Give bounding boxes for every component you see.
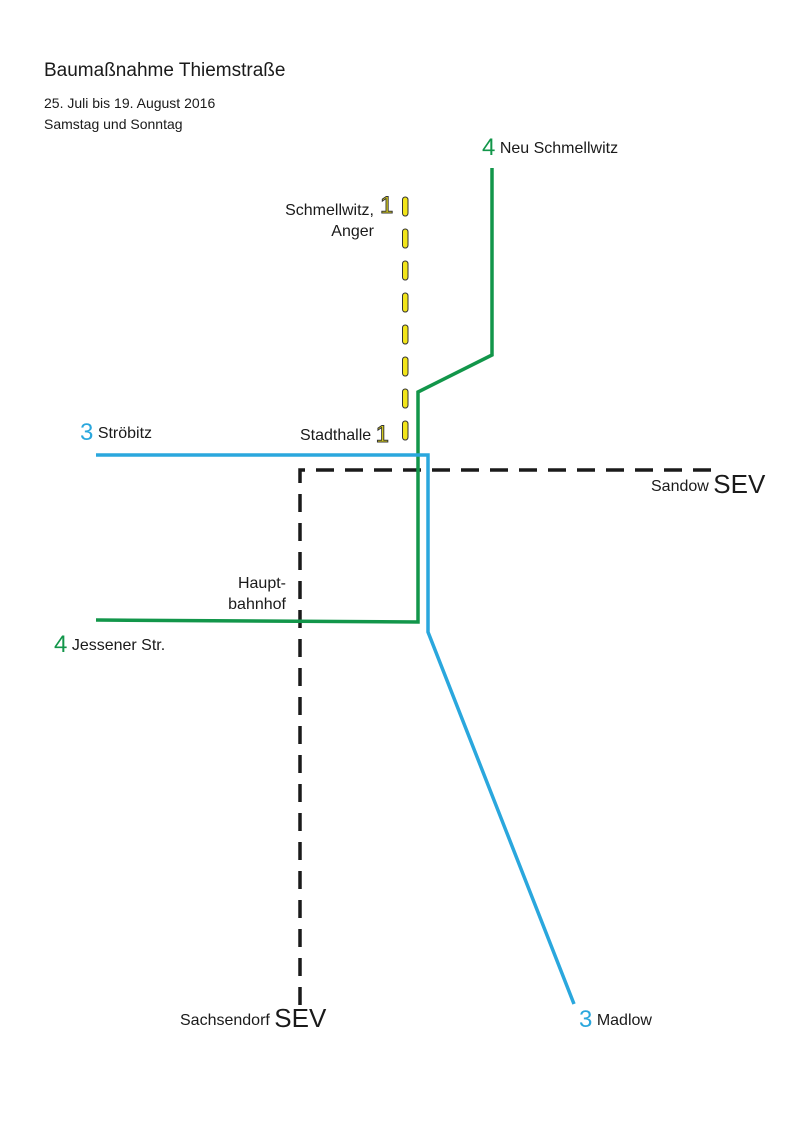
line-1-route	[402, 196, 409, 441]
stop-label: Ströbitz	[97, 425, 153, 442]
line-4-number: 4	[482, 134, 496, 161]
stop-neu-schmellwitz: 4 Neu Schmellwitz	[482, 134, 619, 161]
line-3-number: 3	[579, 1006, 593, 1033]
stop-label: Jessener Str.	[71, 637, 166, 654]
line-4-route	[95, 168, 494, 624]
sev-route	[298, 468, 718, 1005]
line-1-number: 1	[375, 421, 389, 448]
map-title: Baumaßnahme Thiemstraße	[44, 60, 286, 81]
stop-stadthalle: Stadthalle 1	[300, 421, 389, 448]
stop-label: Stadthalle	[300, 427, 372, 444]
sev-label: SEV	[713, 469, 766, 499]
stop-label: bahnhof	[228, 596, 286, 613]
stop-jessener-str: 4 Jessener Str.	[54, 631, 166, 658]
line-3-route	[96, 453, 576, 1005]
stop-stroebitz: 3 Ströbitz	[80, 419, 153, 446]
stop-hauptbahnhof: Haupt- bahnhof	[186, 573, 286, 615]
stop-label: Haupt-	[237, 575, 286, 592]
stop-label: Sandow	[651, 478, 709, 495]
date-range: 25. Juli bis 19. August 2016	[44, 95, 216, 111]
stop-schmellwitz-anger: Schmellwitz, Anger	[262, 200, 374, 242]
line-3-number: 3	[80, 419, 94, 446]
line-1-badge: 1	[379, 192, 394, 219]
stop-madlow: 3 Madlow	[579, 1006, 652, 1033]
line-4-number: 4	[54, 631, 68, 658]
sev-label: SEV	[274, 1003, 327, 1033]
stop-label: Madlow	[596, 1012, 652, 1029]
stop-label: Anger	[331, 223, 374, 240]
stop-sachsendorf: Sachsendorf SEV	[180, 1005, 326, 1031]
stop-label: Schmellwitz,	[285, 202, 374, 219]
service-days: Samstag und Sonntag	[44, 116, 183, 132]
line-1-number: 1	[379, 192, 394, 219]
stop-label: Sachsendorf	[180, 1012, 270, 1029]
stop-sandow: Sandow SEV	[651, 471, 765, 497]
stop-label: Neu Schmellwitz	[499, 140, 619, 157]
